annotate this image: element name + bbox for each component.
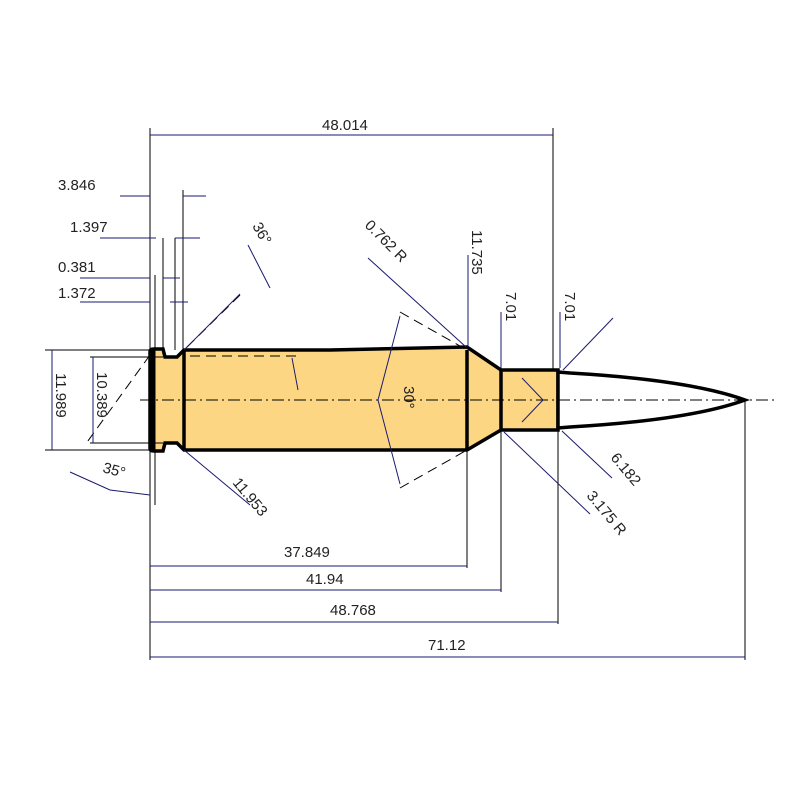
shoulder-angle-line: [399, 449, 468, 489]
cartridge-case: [148, 345, 560, 453]
dim-3-846: 3.846: [58, 177, 96, 194]
neck-chevron: [521, 377, 544, 423]
dim-48-014: 48.014: [322, 117, 368, 134]
dim-41-94: 41.94: [306, 571, 344, 588]
taper-arrow: [291, 357, 299, 391]
dim-30-deg: 30°: [400, 386, 417, 409]
dim-11-953: 11.953: [229, 475, 271, 520]
dim-48-768: 48.768: [330, 602, 376, 619]
dim-71-12: 71.12: [428, 637, 466, 654]
dim-6-182: 6.182: [607, 450, 644, 490]
dim-11-735: 11.735: [468, 230, 485, 275]
dim-7-01-neck-mouth: 7.01: [561, 292, 578, 321]
dim-1-397: 1.397: [70, 219, 108, 236]
rim-face: [150, 350, 155, 450]
dimension-lines: [51, 134, 745, 658]
dim-1-372: 1.372: [58, 285, 96, 302]
dim-36-deg: 36°: [249, 220, 275, 248]
dim-37-849: 37.849: [284, 544, 330, 561]
dim-7-01-neck-base: 7.01: [502, 292, 519, 321]
shoulder-angle-line: [399, 311, 468, 351]
shoulder-angle-arc: [377, 315, 401, 485]
dim-10-389: 10.389: [93, 372, 110, 418]
dim-0-381: 0.381: [58, 259, 96, 276]
dim-35-deg: 35°: [101, 459, 127, 481]
dim-11-989: 11.989: [52, 373, 69, 418]
